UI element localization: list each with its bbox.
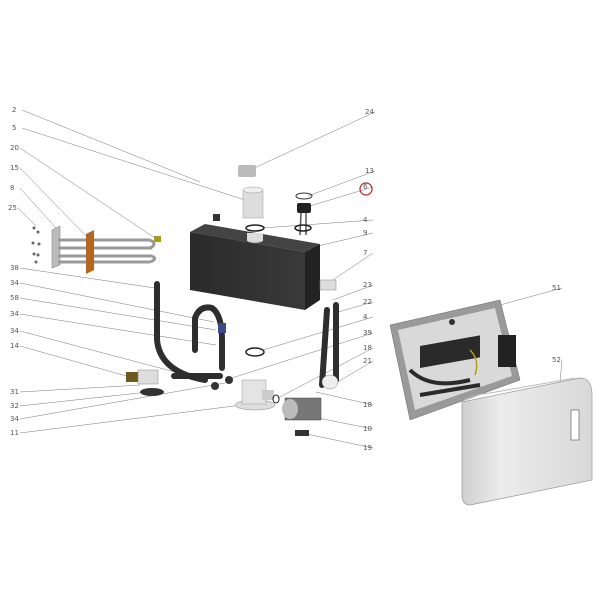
part-label-4[interactable]: 4 (363, 313, 368, 321)
leader-line (261, 219, 374, 229)
part-label-38[interactable]: 38 (10, 264, 19, 272)
leader-line (19, 391, 149, 407)
part-label-13[interactable]: 13 (365, 167, 374, 175)
part-label-10[interactable]: 10 (363, 425, 372, 433)
part-label-52[interactable]: 52 (552, 356, 561, 364)
leader-line (315, 391, 374, 406)
tank-part (190, 224, 320, 310)
leader-line (301, 432, 374, 449)
part-label-18[interactable]: 18 (363, 401, 372, 409)
part-label-34[interactable]: 34 (10, 415, 19, 423)
heating-element-part (31, 225, 157, 274)
leader-line (317, 417, 374, 430)
hoses (154, 281, 339, 388)
part-label-51[interactable]: 51 (552, 284, 561, 292)
leader-line (19, 384, 141, 393)
leader-line (231, 332, 374, 379)
part-label-15[interactable]: 15 (10, 164, 19, 172)
leader-line (19, 313, 217, 346)
leader-line (19, 330, 176, 373)
leader-line (19, 187, 57, 229)
top-fittings (154, 165, 313, 242)
leader-line (17, 207, 37, 227)
part-label-58[interactable]: 58 (10, 294, 19, 302)
leader-line (21, 109, 201, 183)
leader-line (19, 404, 243, 434)
part-label-8[interactable]: 8 (10, 184, 14, 192)
part-label-34[interactable]: 34 (10, 327, 19, 335)
part-label-14[interactable]: 14 (10, 342, 19, 350)
leader-line (335, 360, 374, 384)
leader-line (332, 284, 374, 301)
part-label-5[interactable]: 5 (12, 124, 16, 132)
leader-line (249, 111, 376, 171)
machine-assembly-part (389, 299, 521, 421)
highlight-circle (359, 182, 373, 196)
leader-line (19, 282, 215, 323)
leader-line (337, 301, 374, 313)
leader-line (317, 232, 374, 247)
leader-lines (17, 109, 563, 449)
part-label-20[interactable]: 20 (10, 144, 19, 152)
leader-line (19, 297, 217, 331)
part-label-25[interactable]: 25 (8, 204, 17, 212)
leader-line (262, 316, 374, 351)
part-label-4[interactable]: 4 (363, 216, 368, 224)
leader-line (19, 382, 226, 420)
part-label-31[interactable]: 31 (10, 388, 19, 396)
part-label-7[interactable]: 7 (363, 249, 367, 257)
part-label-2[interactable]: 2 (12, 106, 16, 114)
leader-line (19, 167, 89, 239)
leader-line (499, 287, 563, 306)
leader-line (21, 127, 246, 201)
leader-line (559, 359, 563, 383)
leader-line (19, 267, 156, 289)
part-label-34[interactable]: 34 (10, 310, 19, 318)
part-label-11[interactable]: 11 (10, 429, 19, 437)
front-cover-part (461, 377, 593, 506)
leader-line (329, 252, 374, 283)
part-labels: 2520158253834583434143132341124136497232… (8, 106, 561, 452)
leader-line (307, 170, 376, 197)
part-label-19[interactable]: 19 (363, 444, 372, 452)
part-label-21[interactable]: 21 (363, 357, 372, 365)
leader-line (19, 345, 131, 378)
part-label-24[interactable]: 24 (365, 108, 374, 116)
part-label-39[interactable]: 39 (363, 329, 372, 337)
part-label-32[interactable]: 32 (10, 402, 19, 410)
part-label-18[interactable]: 18 (363, 344, 372, 352)
leader-line (19, 147, 156, 239)
part-label-9[interactable]: 9 (363, 229, 367, 237)
part-label-6[interactable]: 6 (363, 183, 368, 191)
leader-line (309, 186, 374, 207)
part-label-22[interactable]: 22 (363, 298, 372, 306)
part-label-23[interactable]: 23 (363, 281, 372, 289)
part-label-34[interactable]: 34 (10, 279, 19, 287)
small-fittings (126, 279, 339, 436)
